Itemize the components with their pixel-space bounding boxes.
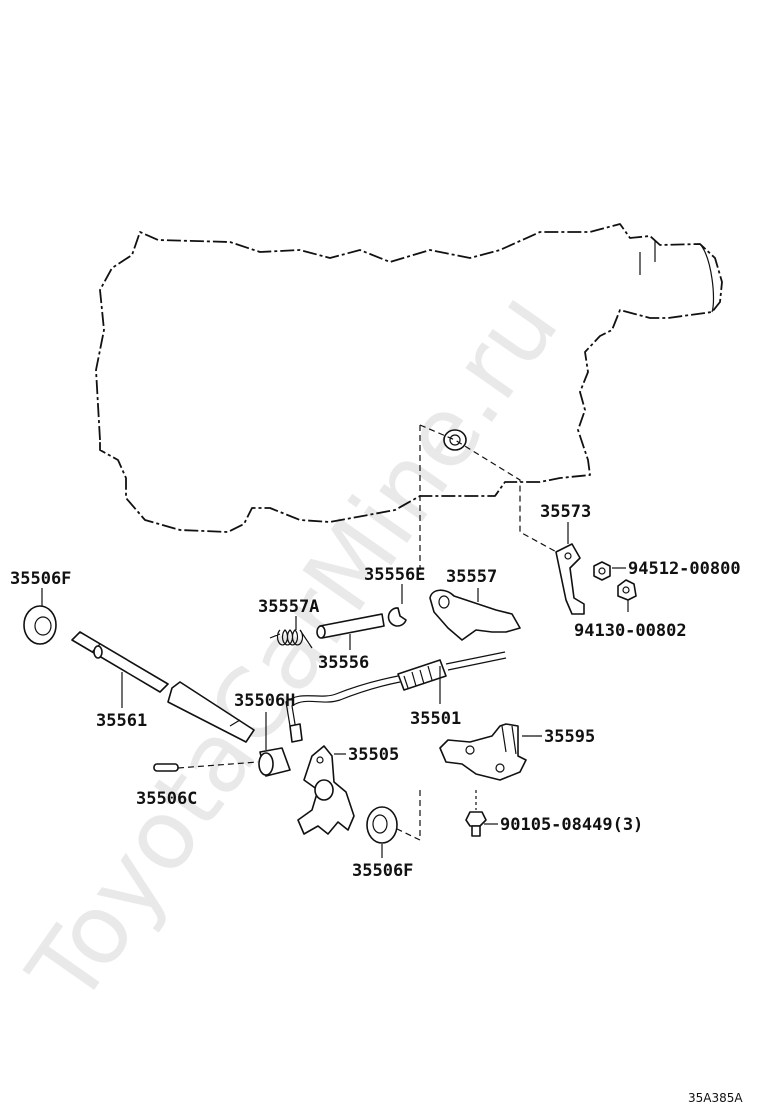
leader-35506F-bottom <box>394 790 421 841</box>
e-ring-35556e <box>387 607 407 627</box>
detent-lever-35557 <box>429 589 521 641</box>
bracket-35573 <box>555 543 585 615</box>
housing-seal-ring <box>443 429 467 451</box>
rod-35556 <box>316 613 385 639</box>
label-35505: 35505 <box>348 745 399 765</box>
oil-seal-35506f-top <box>23 605 57 645</box>
housing-rear-flange <box>639 240 715 313</box>
label-35557a: 35557A <box>258 597 319 617</box>
leader-35506C-to-35506H <box>177 761 259 769</box>
label-35573: 35573 <box>540 502 591 522</box>
label-90105-08449: 90105-08449(3) <box>500 815 643 835</box>
label-35506h: 35506H <box>234 691 295 711</box>
oil-seal-35506f-bottom <box>366 806 398 844</box>
leader-housing-to-35573 <box>419 424 563 556</box>
label-35506c: 35506C <box>136 789 197 809</box>
label-35561: 35561 <box>96 711 147 731</box>
lever-shaft-35561 <box>71 631 255 743</box>
bushing-35506h <box>258 747 291 777</box>
nut-94130 <box>617 579 637 601</box>
label-35595: 35595 <box>544 727 595 747</box>
label-35557: 35557 <box>446 567 497 587</box>
label-35556: 35556 <box>318 653 369 673</box>
label-35556e: 35556E <box>364 565 425 585</box>
label-94130-00802: 94130-00802 <box>574 621 687 641</box>
label-94512-00800: 94512-00800 <box>628 559 741 579</box>
label-35501: 35501 <box>410 709 461 729</box>
control-cable-35501 <box>285 651 507 743</box>
cable-bracket-35595 <box>439 723 527 781</box>
pin-35506c <box>153 763 179 772</box>
label-35506f-bottom: 35506F <box>352 861 413 881</box>
diagram-code: 35A385A <box>688 1091 743 1105</box>
nut-94512 <box>593 561 611 581</box>
bolt-90105 <box>465 790 487 837</box>
spring-35557a <box>269 629 313 649</box>
label-35506f-top: 35506F <box>10 569 71 589</box>
manual-valve-lever-35505 <box>297 745 355 835</box>
transmission-housing-outline <box>95 223 723 533</box>
